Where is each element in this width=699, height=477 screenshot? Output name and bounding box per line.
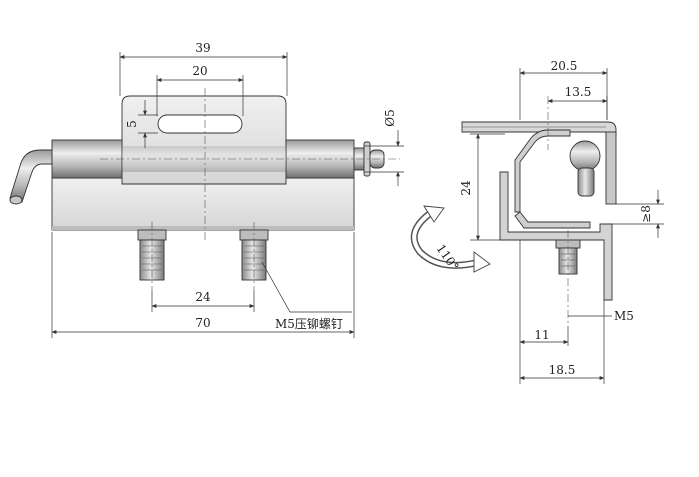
dim-gap: ≥8 (639, 205, 653, 223)
side-view: 110° 20.5 13.5 24 ≥8 M5 11 18.5 (410, 59, 664, 384)
inner-bracket (514, 129, 571, 213)
label-m5: M5 (614, 309, 634, 323)
dim-11: 11 (534, 328, 549, 342)
dim-18-5: 18.5 (549, 363, 576, 377)
lower-plate (51, 177, 355, 231)
dim-24-front: 24 (195, 290, 211, 304)
pin-handle (9, 149, 53, 203)
pin-knuckle (569, 140, 601, 172)
slot-hole (157, 114, 243, 134)
dim-20-5: 20.5 (551, 59, 578, 73)
dim-70: 70 (195, 316, 210, 330)
dim-39: 39 (195, 41, 210, 55)
hinge-barrel (51, 139, 123, 179)
dim-pin-diameter: Ø5 (383, 109, 397, 126)
dim-20: 20 (192, 64, 207, 78)
dim-24-side: 24 (459, 180, 473, 196)
dim-5: 5 (125, 120, 139, 128)
dim-13-5: 13.5 (565, 85, 592, 99)
front-view: 39 20 5 Ø5 24 70 M5压铆螺钉 (9, 41, 404, 338)
callout-press-screw: M5压铆螺钉 (275, 316, 343, 331)
